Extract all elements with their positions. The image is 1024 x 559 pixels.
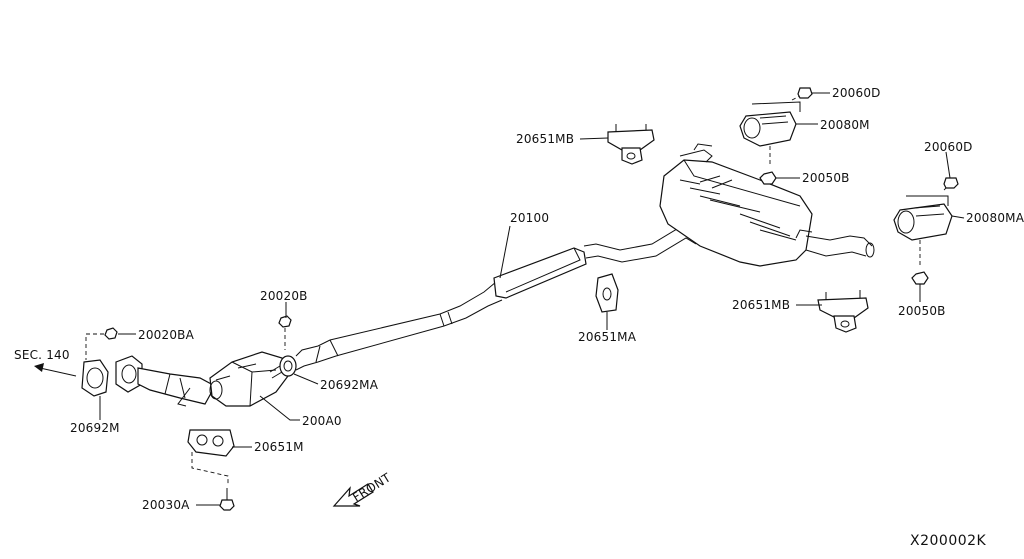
hanger-20651ma-part <box>595 273 619 313</box>
front-pipe-part <box>115 355 216 407</box>
label-20692m: 20692M <box>70 421 120 435</box>
label-20080ma: 20080MA <box>966 211 1024 225</box>
label-20050b-right: 20050B <box>898 304 946 318</box>
label-20020ba: 20020BA <box>138 328 195 342</box>
bracket-20651m-part <box>187 429 235 457</box>
label-20692ma: 20692MA <box>320 378 379 392</box>
label-section-ref: SEC. 140 <box>14 348 70 362</box>
bolt-20060d-top-part <box>797 87 813 99</box>
nut-20050b-top-part <box>759 171 777 185</box>
label-200a0: 200A0 <box>302 414 342 428</box>
label-20651mb-bottom: 20651MB <box>732 298 790 312</box>
mid-gasket-part <box>279 355 297 377</box>
nut-20020b-part <box>278 315 292 328</box>
tail-finisher-20080ma-part <box>893 195 953 241</box>
label-20020b: 20020B <box>260 289 308 303</box>
label-20651mb-top: 20651MB <box>516 132 574 146</box>
front-arrow-icon <box>332 483 374 507</box>
label-20651m: 20651M <box>254 440 304 454</box>
bolt-20060d-right-part <box>943 177 959 189</box>
tail-finisher-20080m-part <box>739 101 801 147</box>
nut-20050b-right-part <box>911 271 929 285</box>
label-front: FRONT <box>350 470 393 504</box>
bolt-20030a-part <box>219 488 235 511</box>
label-20050b-top: 20050B <box>802 171 850 185</box>
leader-lines <box>99 92 965 506</box>
nut-20020ba-part <box>104 327 118 340</box>
label-20100: 20100 <box>510 211 549 225</box>
front-gasket-part <box>81 359 109 397</box>
label-20060d-top: 20060D <box>832 86 881 100</box>
label-20651ma: 20651MA <box>578 330 637 344</box>
hanger-bracket-bottom-part <box>817 290 869 333</box>
section-arrow-icon <box>34 363 77 377</box>
label-20030a: 20030A <box>142 498 190 512</box>
catalytic-converter-part <box>209 351 289 407</box>
diagram-code: X200002K <box>910 533 987 549</box>
center-pipe-part <box>295 225 697 371</box>
hanger-bracket-top-part <box>607 124 655 165</box>
label-20060d-right: 20060D <box>924 140 973 154</box>
label-20080m: 20080M <box>820 118 870 132</box>
main-muffler-part <box>659 143 875 267</box>
